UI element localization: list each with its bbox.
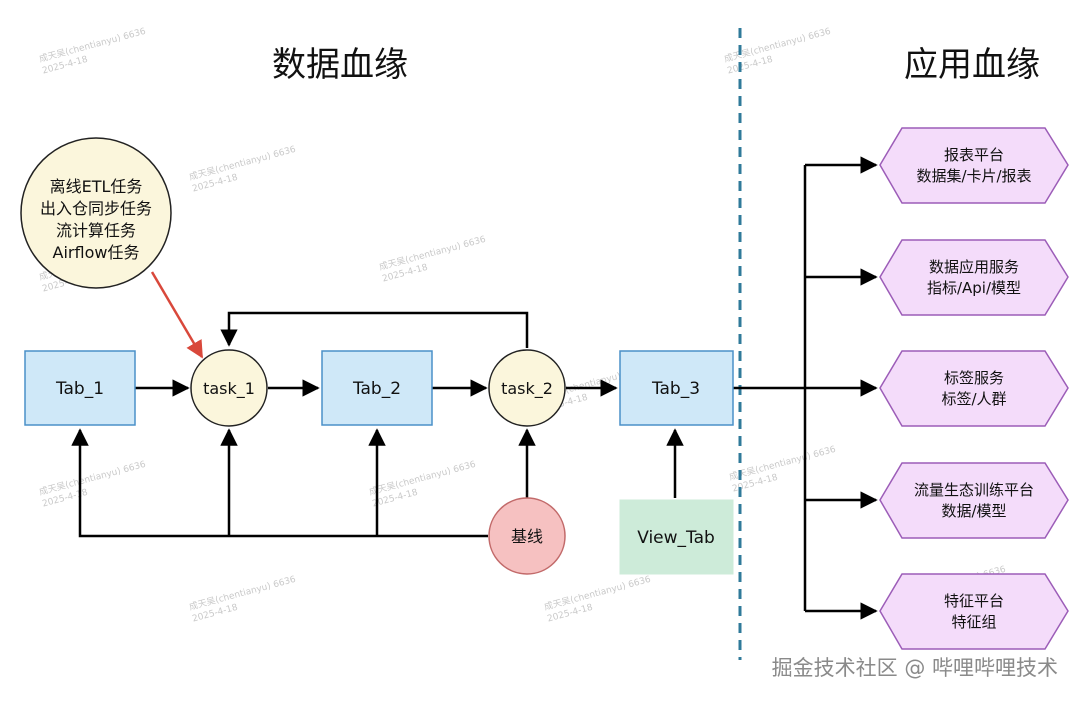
svg-text:成天吴(chentianyu) 6636: 成天吴(chentianyu) 6636 bbox=[188, 143, 298, 183]
svg-text:成天吴(chentianyu) 6636: 成天吴(chentianyu) 6636 bbox=[368, 458, 478, 498]
watermark: 成天吴(chentianyu) 6636 2025-4-18 bbox=[728, 443, 838, 495]
app-node[interactable]: 数据应用服务 指标/Api/模型 bbox=[879, 239, 1069, 316]
svg-text:成天吴(chentianyu) 6636: 成天吴(chentianyu) 6636 bbox=[543, 573, 653, 613]
footer-brand: 掘金技术社区 @ 哔哩哔哩技术 bbox=[772, 656, 1058, 680]
app-subtitle: 标签/人群 bbox=[941, 390, 1006, 408]
app-subtitle: 数据集/卡片/报表 bbox=[916, 167, 1031, 185]
app-node[interactable]: 特征平台 特征组 bbox=[879, 573, 1069, 650]
svg-text:成天吴(chentianyu) 6636: 成天吴(chentianyu) 6636 bbox=[38, 25, 148, 65]
app-node[interactable]: 流量生态训练平台 数据/模型 bbox=[879, 462, 1069, 539]
svg-text:成天吴(chentianyu) 6636: 成天吴(chentianyu) 6636 bbox=[38, 458, 148, 498]
tab2-node[interactable] bbox=[321, 350, 433, 426]
app-title: 标签服务 bbox=[944, 369, 1004, 387]
callout-line: 出入仓同步任务 bbox=[40, 199, 152, 218]
watermark: 成天吴(chentianyu) 6636 2025-4-18 bbox=[543, 573, 653, 625]
watermark: 成天吴(chentianyu) 6636 2025-4-18 bbox=[38, 458, 148, 510]
svg-text:成天吴(chentianyu) 6636: 成天吴(chentianyu) 6636 bbox=[188, 573, 298, 613]
svg-text:成天吴(chentianyu) 6636: 成天吴(chentianyu) 6636 bbox=[728, 443, 838, 483]
callout-arrow bbox=[150, 271, 204, 359]
app-hexagon[interactable] bbox=[879, 462, 1069, 539]
watermark: 成天吴(chentianyu) 6636 2025-4-18 bbox=[38, 25, 148, 77]
app-node[interactable]: 报表平台 数据集/卡片/报表 bbox=[879, 127, 1069, 204]
app-title: 报表平台 bbox=[944, 146, 1004, 164]
tab1-label: Tab_1 bbox=[55, 379, 104, 399]
app-lineage-heading: 应用血缘 bbox=[904, 45, 1040, 85]
app-title: 流量生态训练平台 bbox=[914, 481, 1034, 499]
app-title: 特征平台 bbox=[944, 592, 1004, 610]
tab3-node[interactable] bbox=[619, 350, 734, 426]
watermark: 成天吴(chentianyu) 6636 2025-4-18 bbox=[378, 233, 488, 285]
app-subtitle: 指标/Api/模型 bbox=[927, 279, 1021, 297]
tab1-node[interactable] bbox=[24, 350, 136, 426]
task1-node[interactable] bbox=[190, 349, 268, 427]
tab3-label: Tab_3 bbox=[651, 379, 700, 399]
lineage-edges bbox=[71, 156, 878, 620]
task2-node[interactable] bbox=[488, 349, 566, 427]
callout-line: Airflow任务 bbox=[53, 243, 140, 262]
app-hexagon[interactable] bbox=[879, 573, 1069, 650]
app-node[interactable]: 标签服务 标签/人群 bbox=[879, 350, 1069, 427]
view-tab-node[interactable] bbox=[619, 499, 734, 575]
svg-text:成天吴(chentianyu) 6636: 成天吴(chentianyu) 6636 bbox=[378, 233, 488, 273]
app-hexagon[interactable] bbox=[879, 127, 1069, 204]
callout-line: 流计算任务 bbox=[56, 221, 136, 240]
app-hexagon[interactable] bbox=[879, 350, 1069, 427]
view-tab-label: View_Tab bbox=[637, 528, 715, 548]
callout-line: 离线ETL任务 bbox=[50, 177, 143, 196]
watermark: 成天吴(chentianyu) 6636 2025-4-18 bbox=[188, 143, 298, 195]
app-subtitle: 数据/模型 bbox=[941, 502, 1006, 520]
task2-label: task_2 bbox=[501, 379, 553, 399]
data-lineage-heading: 数据血缘 bbox=[272, 45, 408, 85]
watermark: 成天吴(chentianyu) 6636 2025-4-18 bbox=[368, 458, 478, 510]
edge-baseline-tab1 bbox=[71, 428, 488, 538]
task1-label: task_1 bbox=[203, 379, 255, 399]
task-types-callout bbox=[20, 137, 172, 289]
baseline-label: 基线 bbox=[511, 527, 543, 546]
app-subtitle: 特征组 bbox=[951, 613, 996, 631]
app-title: 数据应用服务 bbox=[929, 258, 1019, 276]
watermark: 成天吴(chentianyu) 6636 2025-4-18 bbox=[188, 573, 298, 625]
baseline-node[interactable] bbox=[488, 497, 566, 575]
tab2-label: Tab_2 bbox=[352, 379, 401, 399]
edge-task2-task1-loop bbox=[220, 311, 529, 348]
app-hexagon[interactable] bbox=[879, 239, 1069, 316]
